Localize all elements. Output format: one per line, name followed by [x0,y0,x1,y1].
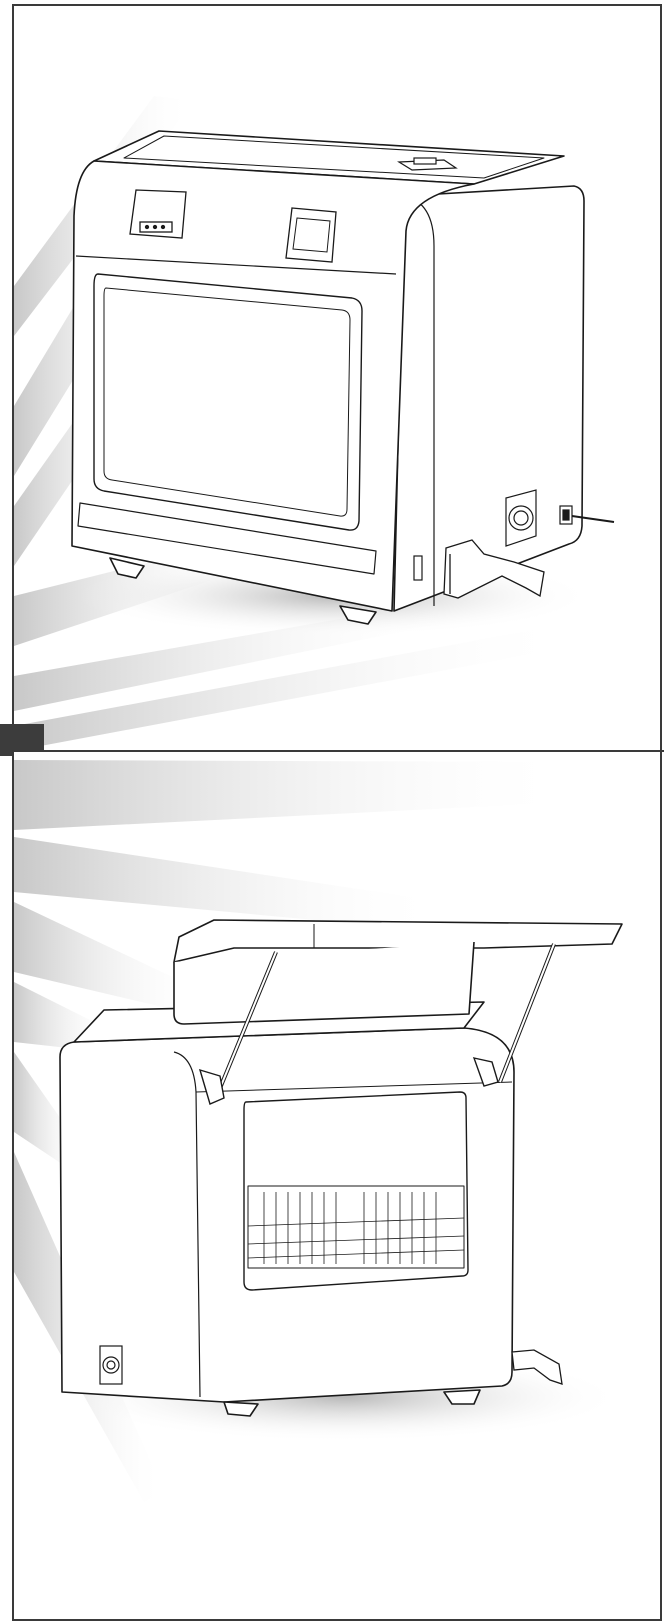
fan-icon [99,1345,123,1385]
lid-handle [511,1349,563,1385]
top-vent [397,157,458,171]
power-switch-icon [559,505,615,525]
instrument-closed-illustration [14,96,615,750]
side-port [413,555,423,581]
instrument-open-illustration [14,760,624,1502]
panel-divider [12,750,664,752]
lid-handle [443,539,545,599]
printer-icon [129,189,187,239]
instrument-body [71,130,585,625]
instrument-closed-panel [12,4,662,752]
tip-rack [247,1192,465,1264]
instrument-open-panel [12,752,662,1621]
touchscreen-icon [285,207,337,263]
fan-icon [505,489,537,547]
gas-springs [198,943,556,1105]
instrument-body-open [59,919,623,1417]
